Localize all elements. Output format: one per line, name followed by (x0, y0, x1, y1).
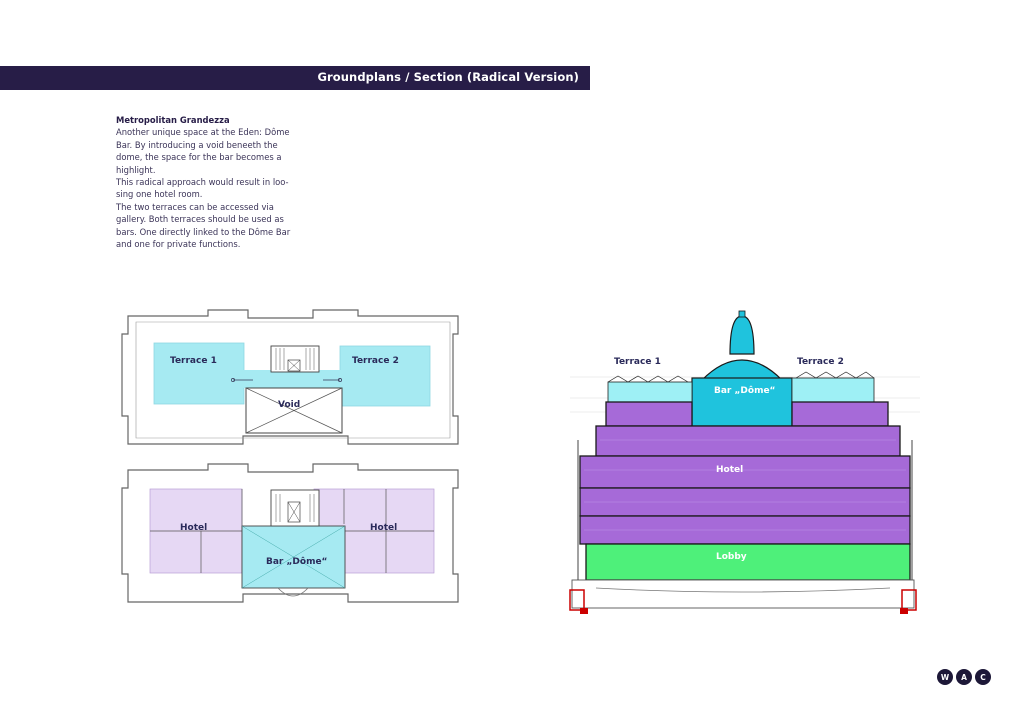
description-text: Metropolitan Grandezza Another unique sp… (116, 114, 306, 250)
lower-bar-label: Bar „Dôme“ (266, 556, 328, 567)
dome (691, 310, 793, 427)
logo-letter: W (937, 669, 953, 685)
void-label: Void (278, 400, 300, 410)
logo-letter: A (956, 669, 972, 685)
page-title: Groundplans / Section (Radical Version) (317, 70, 579, 84)
description-line: Bar. By introducing a void beneeth the (116, 139, 278, 150)
terrace-1-area (153, 342, 245, 405)
section-hotel-label: Hotel (716, 465, 743, 475)
description-line: highlight. (116, 164, 156, 175)
upper-floor-plan: Terrace 1 Terrace 2 Void (121, 309, 459, 445)
section-terrace-1-label: Terrace 1 (614, 357, 661, 367)
description-line: The two terraces can be accessed via (116, 201, 274, 212)
floor-plans-drawing: Terrace 1 Terrace 2 Void Hotel (121, 309, 459, 603)
description-line: gallery. Both terraces should be used as (116, 214, 284, 225)
terrace-1-section (607, 381, 693, 403)
description-line: and one for private functions. (116, 239, 241, 250)
lower-hotel-left-label: Hotel (180, 523, 207, 533)
description-line: Another unique space at the Eden: Dôme (116, 127, 290, 138)
wac-logo: W A C (937, 669, 991, 685)
section-bar-label: Bar „Dôme“ (714, 385, 776, 396)
upper-terrace-1-label: Terrace 1 (170, 356, 217, 366)
stair-core-lower (270, 489, 320, 527)
gallery-area (243, 370, 343, 388)
lower-hotel-right-label: Hotel (370, 523, 397, 533)
stair-core (270, 345, 320, 373)
header-bar: Groundplans / Section (Radical Version) (0, 66, 590, 90)
description-heading: Metropolitan Grandezza (116, 115, 230, 125)
description-line: This radical approach would result in lo… (116, 177, 289, 188)
building-section-drawing: Terrace 1 Terrace 2 Bar „Dôme“ Hotel Lob… (569, 310, 920, 614)
description-line: bars. One directly linked to the Dôme Ba… (116, 226, 291, 237)
terrace-2-area (339, 345, 431, 407)
description-line: sing one hotel room. (116, 189, 203, 200)
section-terrace-2-label: Terrace 2 (797, 357, 844, 367)
section-lobby-label: Lobby (716, 552, 747, 562)
logo-letter: C (975, 669, 991, 685)
lobby-section-area (585, 543, 911, 581)
description-line: dome, the space for the bar becomes a (116, 152, 282, 163)
upper-terrace-2-label: Terrace 2 (352, 356, 399, 366)
lower-floor-plan: Hotel Hotel Bar „Dôme“ (121, 463, 459, 603)
terrace-2-section (791, 377, 875, 403)
bar-dome-section-area (691, 377, 793, 427)
